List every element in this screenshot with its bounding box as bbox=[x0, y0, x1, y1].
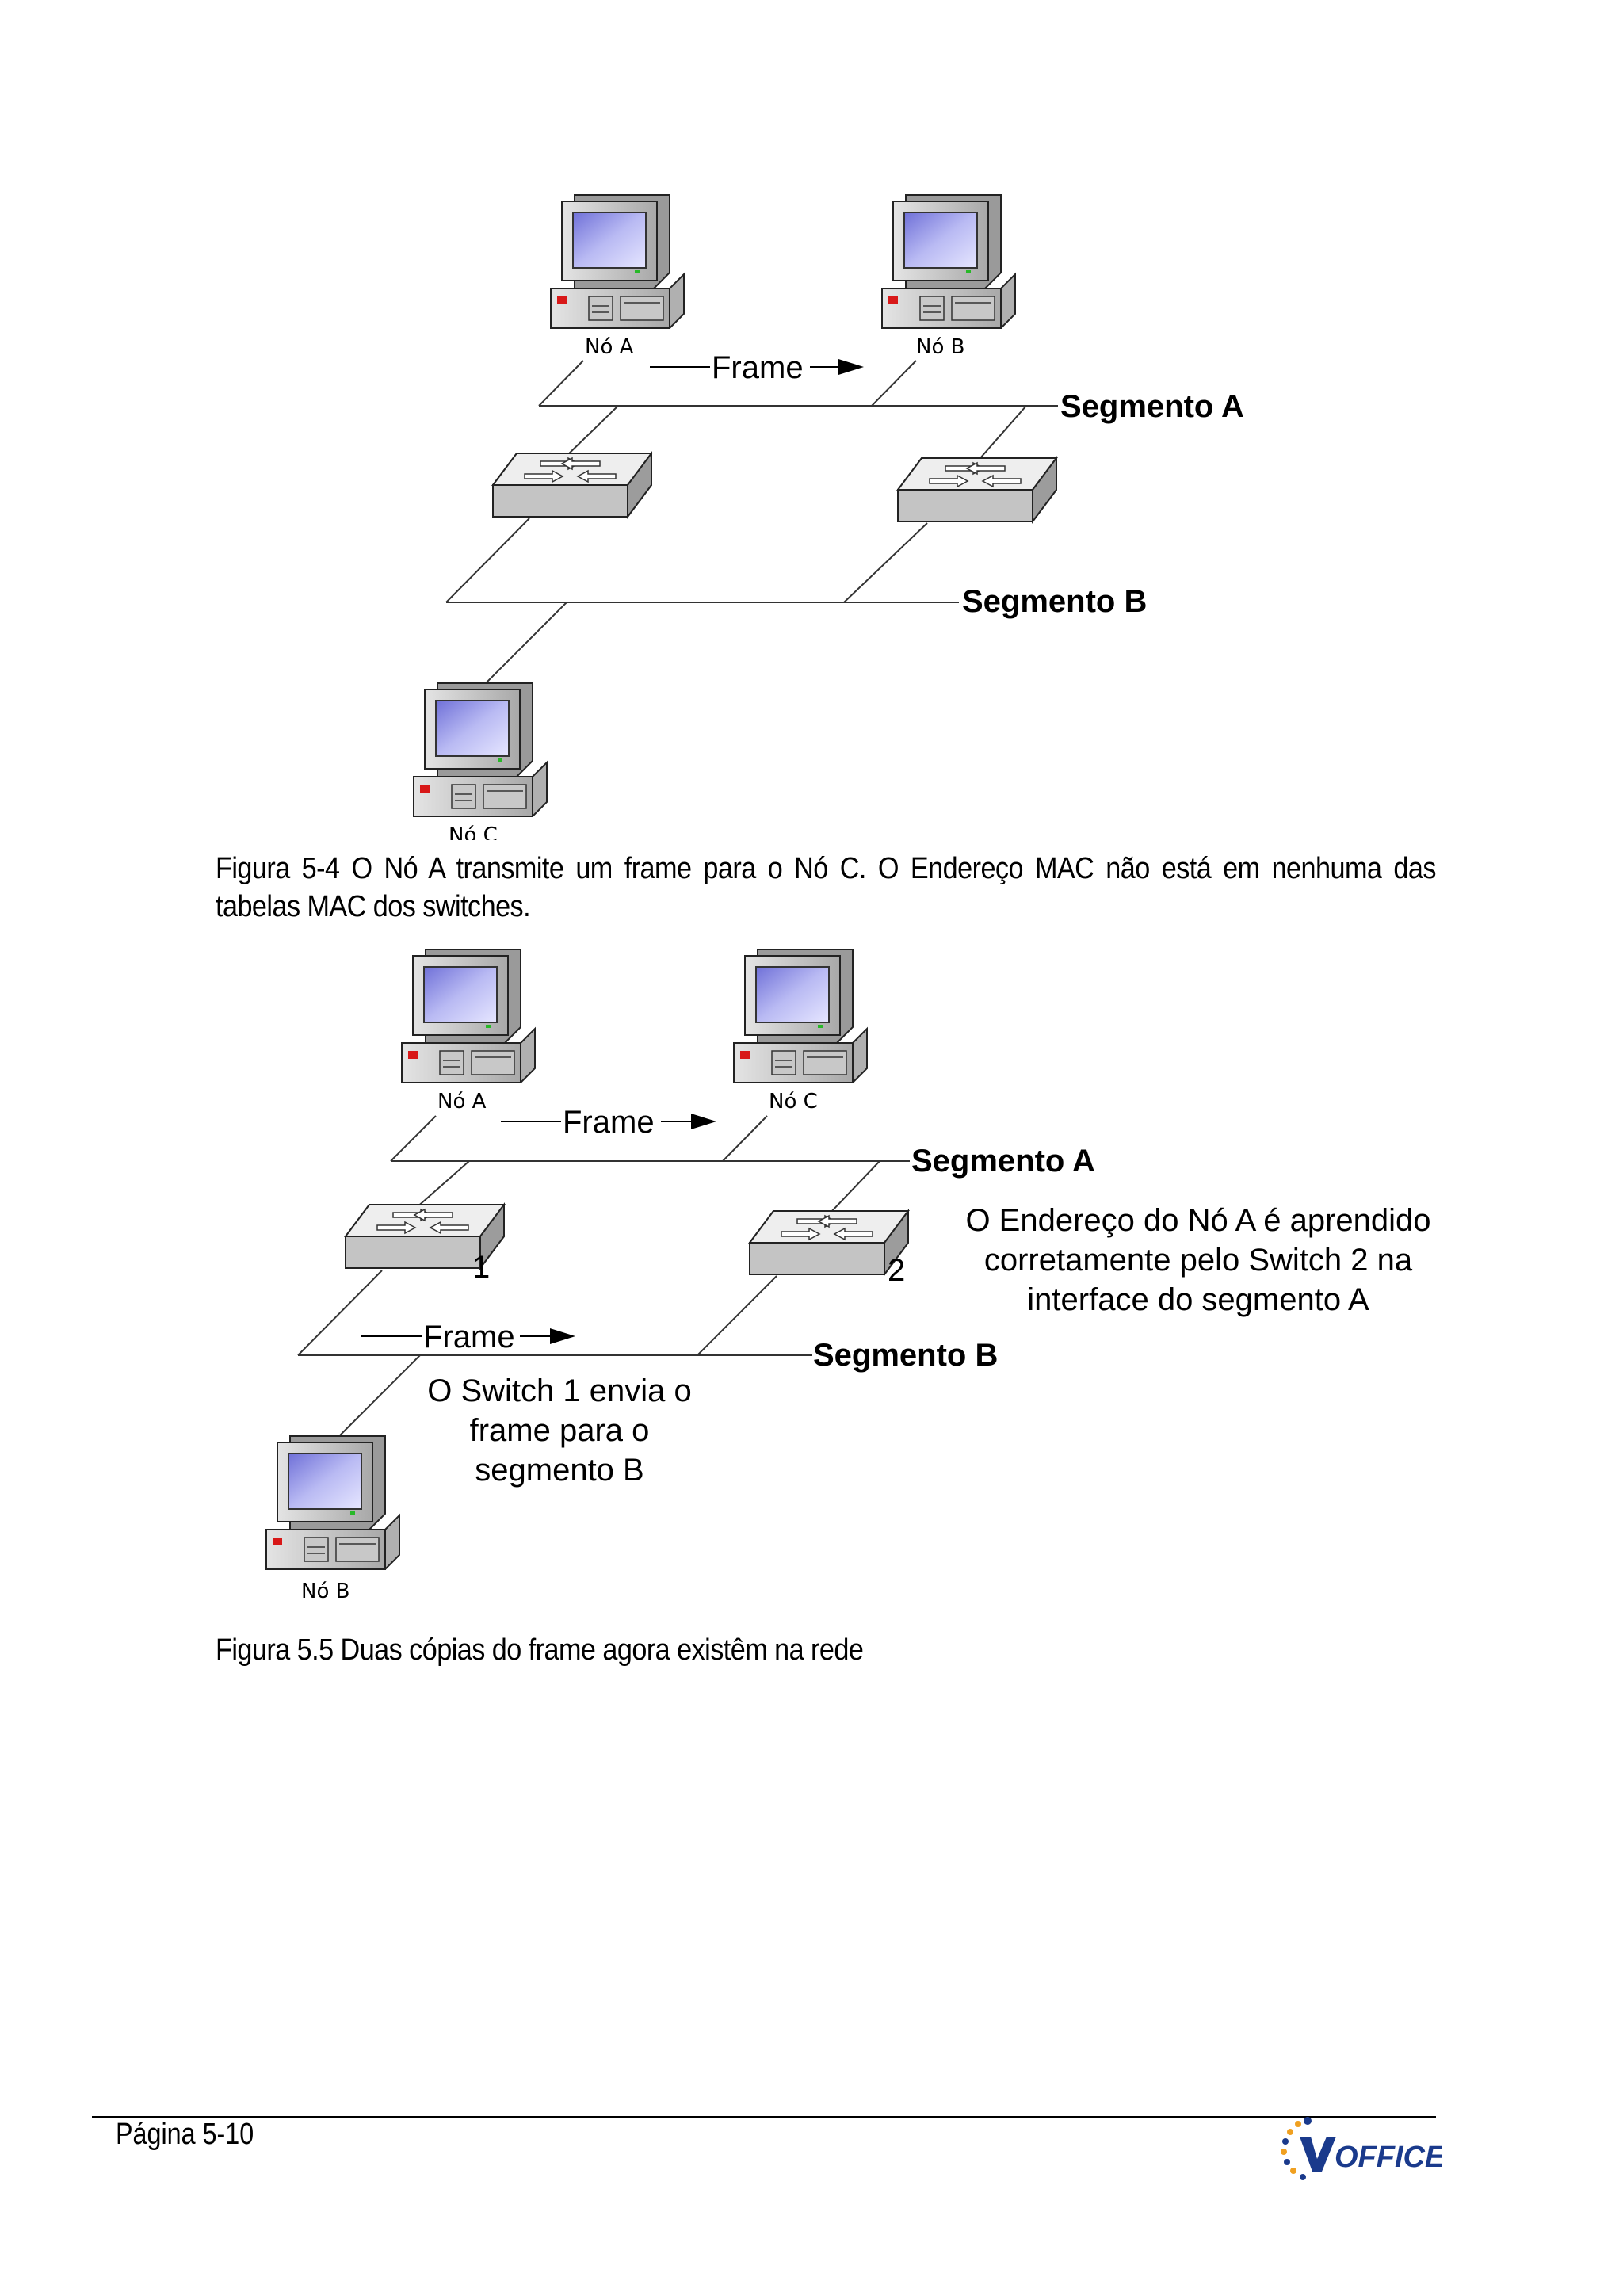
computer-icon-node-a bbox=[550, 194, 685, 329]
segment-b-line bbox=[297, 1270, 812, 1443]
node-a-label: Nó A bbox=[585, 335, 634, 359]
arrow-right-icon bbox=[691, 1114, 716, 1129]
segment-b-label: Segmento B bbox=[962, 584, 1147, 619]
note-switch-1: O Switch 1 envia o frame para o segmento… bbox=[427, 1373, 692, 1488]
figure-1-diagram: Nó A Nó B Nó C Frame Segmento A Segmento… bbox=[0, 0, 1623, 840]
segment-a-line bbox=[390, 1115, 910, 1213]
frame-label: Frame bbox=[712, 350, 804, 385]
node-b-label: Nó B bbox=[916, 335, 964, 359]
computer-icon-node-a bbox=[401, 949, 536, 1083]
node-a-label: Nó A bbox=[437, 1090, 487, 1114]
switch-1-number: 1 bbox=[472, 1250, 490, 1285]
segment-a-line bbox=[538, 360, 1058, 459]
note-switch-2: O Endereço do Nó A é aprendido corretame… bbox=[965, 1203, 1430, 1317]
note-left-line-1: O Switch 1 envia o bbox=[427, 1373, 692, 1408]
switch-2-number: 2 bbox=[888, 1253, 905, 1288]
footer-divider bbox=[92, 2116, 1436, 2118]
note-left-line-2: frame para o bbox=[470, 1413, 650, 1448]
figure-1-caption: Figura 5-4 O Nó A transmite um frame par… bbox=[216, 852, 1436, 923]
note-left-line-3: segmento B bbox=[475, 1453, 643, 1488]
note-right-line-2: corretamente pelo Switch 2 na bbox=[984, 1243, 1413, 1278]
frame-label-top: Frame bbox=[563, 1105, 655, 1140]
computer-icon-node-c bbox=[413, 682, 548, 817]
figure-2-diagram: Nó A Nó C Nó B Frame Frame 1 2 Segmento … bbox=[0, 904, 1623, 1601]
computer-icon-node-b bbox=[265, 1435, 400, 1570]
switch-icon-2 bbox=[897, 457, 1057, 522]
note-right-line-1: O Endereço do Nó A é aprendido bbox=[965, 1203, 1430, 1238]
frame-label-bottom: Frame bbox=[423, 1320, 515, 1354]
segment-a-label: Segmento A bbox=[911, 1144, 1095, 1179]
computer-icon-node-b bbox=[881, 194, 1016, 329]
figure-2-caption: Figura 5.5 Duas cópias do frame agora ex… bbox=[216, 1633, 864, 1667]
note-right-line-3: interface do segmento A bbox=[1027, 1282, 1369, 1317]
switch-icon-2 bbox=[749, 1210, 909, 1275]
node-c-label: Nó C bbox=[769, 1090, 818, 1114]
node-b-label: Nó B bbox=[301, 1580, 349, 1601]
arrow-right-icon bbox=[550, 1328, 575, 1344]
switch-icon-1 bbox=[492, 453, 652, 518]
node-c-label: Nó C bbox=[449, 823, 498, 840]
office-logo: OFFICE bbox=[1276, 2115, 1442, 2186]
arrow-right-icon bbox=[838, 359, 864, 375]
segment-a-label: Segmento A bbox=[1060, 389, 1244, 424]
page-number: Página 5-10 bbox=[116, 2118, 254, 2151]
segment-b-label: Segmento B bbox=[813, 1338, 998, 1373]
logo-text: OFFICE bbox=[1335, 2141, 1442, 2174]
computer-icon-node-c bbox=[733, 949, 868, 1083]
segment-b-line bbox=[445, 518, 959, 690]
